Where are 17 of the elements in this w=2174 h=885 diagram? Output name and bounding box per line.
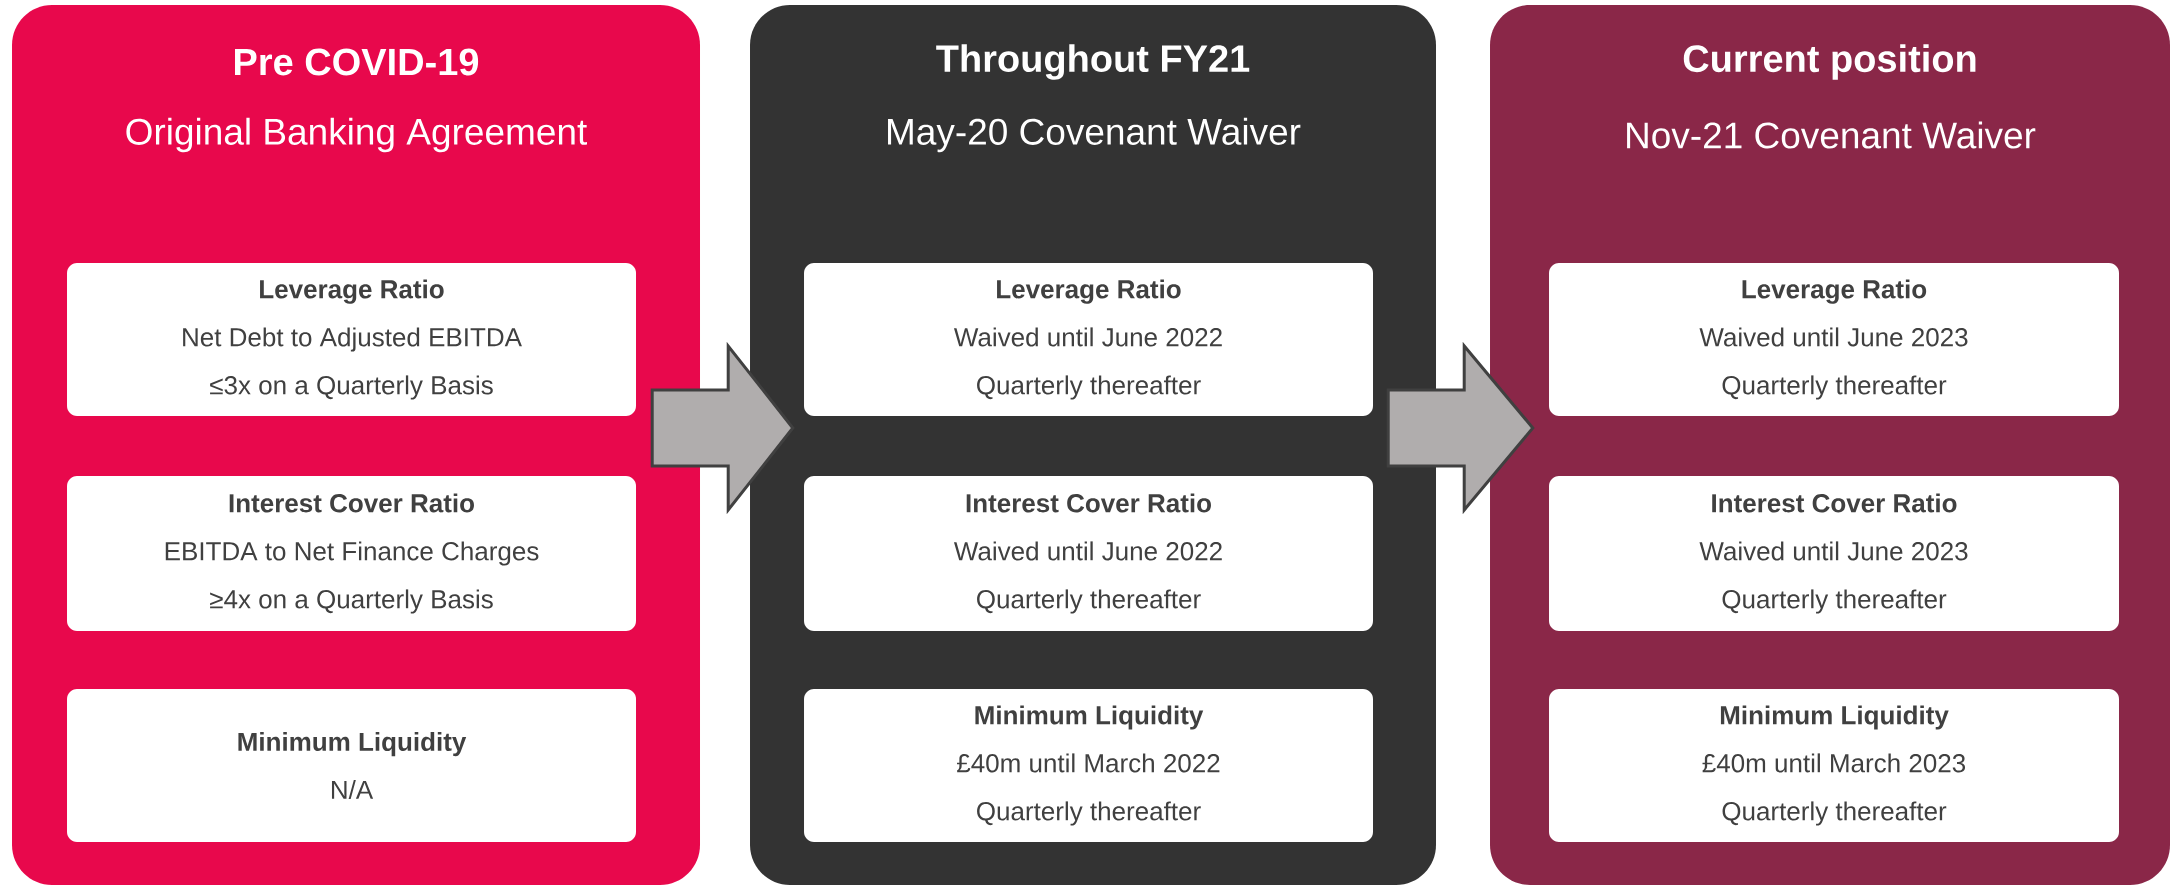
criteria-box: Minimum Liquidity £40m until March 2022 Quarterly thereafter	[804, 689, 1373, 842]
criteria-box: Interest Cover Ratio EBITDA to Net Finance Charges ≥4x on a Quarterly Basis	[67, 476, 636, 631]
panel-title: Pre COVID-19	[235, 48, 479, 76]
panel-title: Throughout FY21	[936, 44, 1250, 80]
panel-subtitle: Original Banking Agreement	[126, 117, 587, 153]
criteria-box: Interest Cover Ratio Waived until June 2022 Quarterly thereafter	[804, 476, 1373, 631]
criteria-box: Minimum Liquidity N/A	[67, 689, 636, 842]
panel-title: Current position	[1683, 44, 1976, 80]
criteria-box: Interest Cover Ratio Waived until June 2023 Quarterly thereafter	[1549, 476, 2119, 631]
criteria-box: Minimum Liquidity £40m until March 2023 Quarterly thereafter	[1549, 689, 2119, 842]
block-arrow	[1386, 341, 1535, 515]
criteria-box: Leverage Ratio Net Debt to Adjusted EBITDA ≤3x on a Quarterly Basis	[67, 263, 636, 416]
criteria-box: Leverage Ratio Waived until June 2023 Quarterly thereafter	[1549, 263, 2119, 416]
panel-subtitle: May-20 Covenant Waiver	[888, 117, 1301, 153]
criteria-box: Leverage Ratio Waived until June 2022 Quarterly thereafter	[804, 263, 1373, 416]
block-arrow	[650, 341, 795, 515]
panel-subtitle: Nov-21 Covenant Waiver	[1627, 121, 2036, 149]
